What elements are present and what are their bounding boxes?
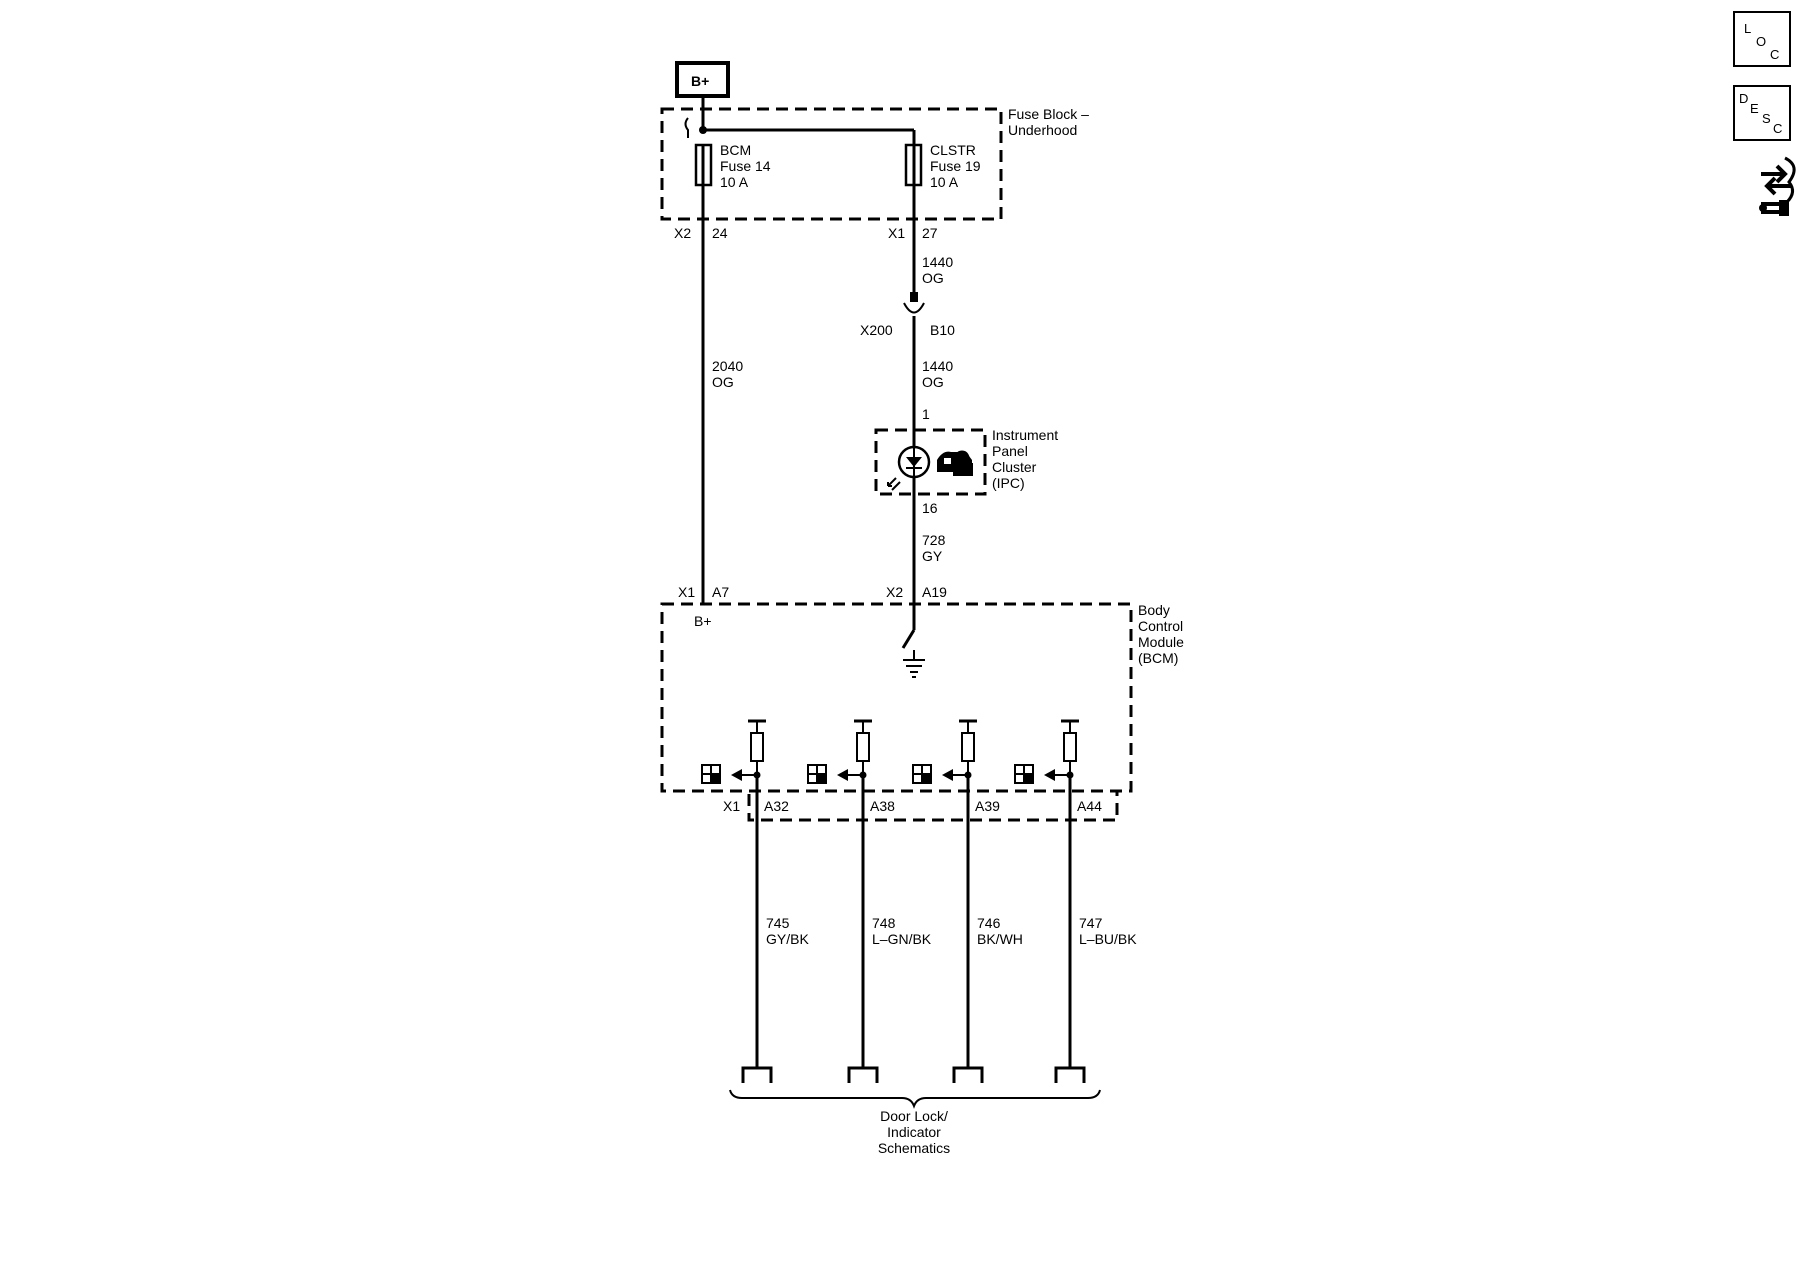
svg-text:S: S [1762, 111, 1771, 126]
pull-up-resistor [750, 732, 764, 762]
bcm-name-3: Module [1138, 634, 1184, 650]
bcm-bplus: B+ [694, 613, 712, 629]
bcm-a19-pin: A19 [922, 584, 947, 600]
bcm-name-2: Control [1138, 618, 1183, 634]
signal-arrow-head [942, 769, 953, 781]
terminal-connector [741, 1066, 773, 1083]
reference-label: Door Lock/ [880, 1108, 948, 1124]
ipc-name-3: Cluster [992, 459, 1037, 475]
x200-pin-label: B10 [930, 322, 955, 338]
bcm-output-pin-A39: A39 [975, 798, 1000, 814]
input-icon-fill [922, 774, 931, 783]
svg-text:L: L [1744, 21, 1751, 36]
wire-2040-color: OG [712, 374, 734, 390]
fuse-left-connector: X2 [674, 225, 691, 241]
fuse-block-name-2: Underhood [1008, 122, 1077, 138]
bcm-output-pin-A38: A38 [870, 798, 895, 814]
bcm-name-4: (BCM) [1138, 650, 1178, 666]
x200-pin [910, 292, 918, 302]
ipc-pin-out: 16 [922, 500, 938, 516]
door-lock-indicator-icon [937, 450, 973, 476]
bcm-a7-pin: A7 [712, 584, 729, 600]
description-view-button[interactable]: D E S C [1733, 85, 1791, 141]
bcm-output-pin-A32: A32 [764, 798, 789, 814]
wire-1440-lower-color: OG [922, 374, 944, 390]
pull-up-resistor [856, 732, 870, 762]
light-emission-icon [887, 477, 901, 491]
fuse-right-pin: 27 [922, 225, 938, 241]
wire-728-circuit: 728 [922, 532, 946, 548]
x200-socket [903, 302, 925, 314]
bcm-a19-connector: X2 [886, 584, 903, 600]
input-icon-fill [817, 774, 826, 783]
svg-text:E: E [1750, 101, 1759, 116]
terminal-connector [952, 1066, 984, 1083]
fuse-block-name: Fuse Block – [1008, 106, 1089, 122]
bcm-fuse-number: Fuse 14 [720, 158, 771, 174]
svg-text:C: C [1770, 47, 1779, 62]
signal-arrow-head [837, 769, 848, 781]
reference-label-2: Indicator [887, 1124, 941, 1140]
signal-arrow-head [731, 769, 742, 781]
wire-2040-circuit: 2040 [712, 358, 743, 374]
desc-icon: D E S C [1739, 91, 1782, 136]
connector-end-view-button[interactable] [1759, 152, 1796, 218]
bcm-fuse-rating: 10 A [720, 174, 749, 190]
battery-source-label: B+ [691, 73, 709, 89]
ipc-pin-in: 1 [922, 406, 930, 422]
clstr-fuse-rating: 10 A [930, 174, 959, 190]
svg-text:O: O [1756, 34, 1766, 49]
clstr-fuse-label: CLSTR [930, 142, 976, 158]
wire-745-circuit: 745 [766, 915, 790, 931]
input-icon-fill [711, 774, 720, 783]
fuse-left-pin: 24 [712, 225, 728, 241]
wire-1440-upper-circuit: 1440 [922, 254, 953, 270]
bcm-output-pin-A44: A44 [1077, 798, 1102, 814]
signal-arrow-head [1044, 769, 1055, 781]
wire-747-color: L–BU/BK [1079, 931, 1137, 947]
pull-up-resistor [1063, 732, 1077, 762]
ipc-name: Instrument [992, 427, 1058, 443]
wire-745-color: GY/BK [766, 931, 809, 947]
wire-728-color: GY [922, 548, 943, 564]
input-icon-fill [1024, 774, 1033, 783]
bcm-output-connector: X1 [723, 798, 740, 814]
fuse-block-outline [660, 107, 1003, 221]
ground-icon [903, 659, 925, 678]
loc-icon: L O C [1744, 21, 1779, 62]
wire-1440-lower-circuit: 1440 [922, 358, 953, 374]
ipc-name-2: Panel [992, 443, 1028, 459]
reference-label-3: Schematics [878, 1140, 950, 1156]
wire-747-circuit: 747 [1079, 915, 1103, 931]
svg-text:D: D [1739, 91, 1748, 106]
pull-up-resistor [961, 732, 975, 762]
bcm-a7-connector: X1 [678, 584, 695, 600]
ipc-name-4: (IPC) [992, 475, 1025, 491]
terminal-connector [847, 1066, 879, 1083]
location-view-button[interactable]: L O C [1733, 11, 1791, 67]
bcm-outline [660, 602, 1133, 793]
bcm-x1-output-connector [747, 789, 1119, 822]
clstr-fuse-number: Fuse 19 [930, 158, 981, 174]
svg-text:C: C [1773, 121, 1782, 136]
bcm-name: Body [1138, 602, 1170, 618]
wire-746-circuit: 746 [977, 915, 1001, 931]
bcm-fuse-label: BCM [720, 142, 751, 158]
x200-connector: X200 [860, 322, 893, 338]
fuse-right-connector: X1 [888, 225, 905, 241]
connector-end-view-icon [1759, 156, 1796, 216]
wire-1440-upper-color: OG [922, 270, 944, 286]
wire-746-color: BK/WH [977, 931, 1023, 947]
wire-748-circuit: 748 [872, 915, 896, 931]
ipc-outline [874, 428, 987, 496]
terminal-connector [1054, 1066, 1086, 1083]
wire-748-color: L–GN/BK [872, 931, 932, 947]
reference-brace [729, 1089, 1101, 1109]
